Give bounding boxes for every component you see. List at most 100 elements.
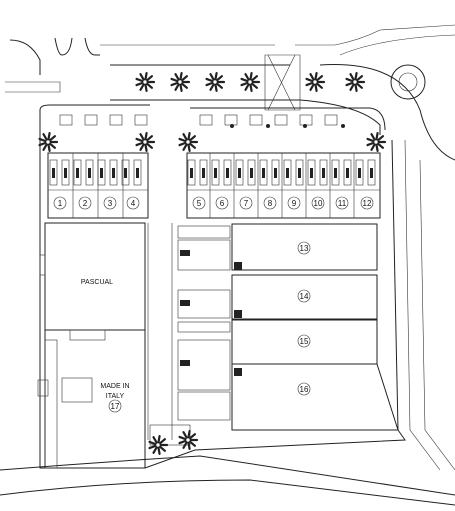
parked-car	[250, 168, 253, 178]
parked-car	[100, 168, 103, 178]
parking-stall	[199, 159, 208, 186]
unit-3-number: 3	[108, 199, 113, 208]
palm-tree-icon	[178, 132, 199, 152]
unit-2-marker: 2	[78, 196, 92, 210]
parking-stall	[343, 159, 352, 186]
palm-tree-icon	[178, 430, 199, 450]
parked-car	[88, 168, 91, 178]
made-in-italy-number: 17	[111, 402, 120, 411]
bollard-block	[199, 114, 213, 126]
unit-12-marker: 12	[360, 196, 374, 210]
unit-11-number: 11	[338, 199, 347, 208]
made-in-italy-line2: ITALY	[106, 393, 125, 400]
parked-car	[52, 168, 55, 178]
roundabout	[390, 64, 426, 100]
parked-car	[358, 168, 361, 178]
bollard-block	[109, 114, 123, 126]
unit-12-number: 12	[363, 199, 372, 208]
unit-7-number: 7	[244, 199, 249, 208]
bollard-block	[84, 114, 98, 126]
parking-stall	[235, 159, 244, 186]
unit-1-marker: 1	[53, 196, 67, 210]
unit-2-number: 2	[83, 199, 88, 208]
palm-tree-icon	[148, 435, 169, 455]
palm-tree-icon	[205, 72, 226, 92]
parking-stall	[49, 159, 58, 186]
parked-car	[310, 168, 313, 178]
parking-stall	[85, 159, 94, 186]
bollard-block	[274, 114, 288, 126]
parking-stall	[211, 159, 220, 186]
parking-stall	[331, 159, 340, 186]
bollard-block	[324, 114, 338, 126]
parking-stall	[223, 159, 232, 186]
parked-car	[274, 168, 277, 178]
parked-car	[298, 168, 301, 178]
lamp-post	[230, 124, 234, 128]
parked-car	[346, 168, 349, 178]
parking-stall	[271, 159, 280, 186]
service-areas	[147, 223, 242, 446]
parking-stall	[319, 159, 328, 186]
lamp-post	[266, 124, 270, 128]
bollard-block	[59, 114, 73, 126]
parked-car	[322, 168, 325, 178]
parked-car	[112, 168, 115, 178]
unit-15-number: 15	[300, 337, 309, 346]
parked-car	[286, 168, 289, 178]
palm-tree-icon	[38, 132, 59, 152]
parked-car	[214, 168, 217, 178]
unit-4-number: 4	[131, 199, 136, 208]
parked-car	[190, 168, 193, 178]
unit-13-number: 13	[300, 244, 309, 253]
unit-9-marker: 9	[287, 196, 301, 210]
palm-tree-icon	[366, 132, 387, 152]
lamp-post	[341, 124, 345, 128]
made-in-italy-block: MADE IN ITALY 17	[37, 329, 146, 469]
parking-stall	[307, 159, 316, 186]
unit-10-marker: 10	[311, 196, 325, 210]
parked-car	[370, 168, 373, 178]
parked-car	[334, 168, 337, 178]
parking-stall	[283, 159, 292, 186]
unit-1-number: 1	[58, 199, 63, 208]
bollard-block	[299, 114, 313, 126]
unit-10-number: 10	[314, 199, 323, 208]
parked-car	[76, 168, 79, 178]
parking-stall	[355, 159, 364, 186]
bollard-block	[224, 114, 238, 126]
lamp-post	[303, 124, 307, 128]
palm-tree-icon	[240, 72, 261, 92]
parking-stall	[259, 159, 268, 186]
unit-5-marker: 5	[192, 196, 206, 210]
parked-car	[226, 168, 229, 178]
unit-5-number: 5	[197, 199, 202, 208]
palm-tree-icon	[170, 72, 191, 92]
parked-car	[202, 168, 205, 178]
unit-9-number: 9	[292, 199, 297, 208]
site-boundary	[0, 104, 455, 506]
unit-16-number: 16	[300, 385, 309, 394]
parking-stall	[187, 159, 196, 186]
parking-stall	[367, 159, 376, 186]
pascual-block: PASCUAL	[39, 222, 146, 331]
parking-stall	[247, 159, 256, 186]
parked-car	[136, 168, 139, 178]
parking-stall	[97, 159, 106, 186]
bollard-block	[134, 114, 148, 126]
parking-stall	[295, 159, 304, 186]
palm-tree-icon	[135, 72, 156, 92]
unit-8-number: 8	[268, 199, 273, 208]
made-in-italy-line1: MADE IN	[100, 383, 129, 390]
parked-car	[64, 168, 67, 178]
unit-8-marker: 8	[263, 196, 277, 210]
parking-stall	[133, 159, 142, 186]
palm-tree-icon	[305, 72, 326, 92]
unit-14-number: 14	[300, 292, 309, 301]
unit-4-marker: 4	[126, 196, 140, 210]
parked-car	[262, 168, 265, 178]
parking-stall	[109, 159, 118, 186]
palm-tree-icon	[135, 132, 156, 152]
